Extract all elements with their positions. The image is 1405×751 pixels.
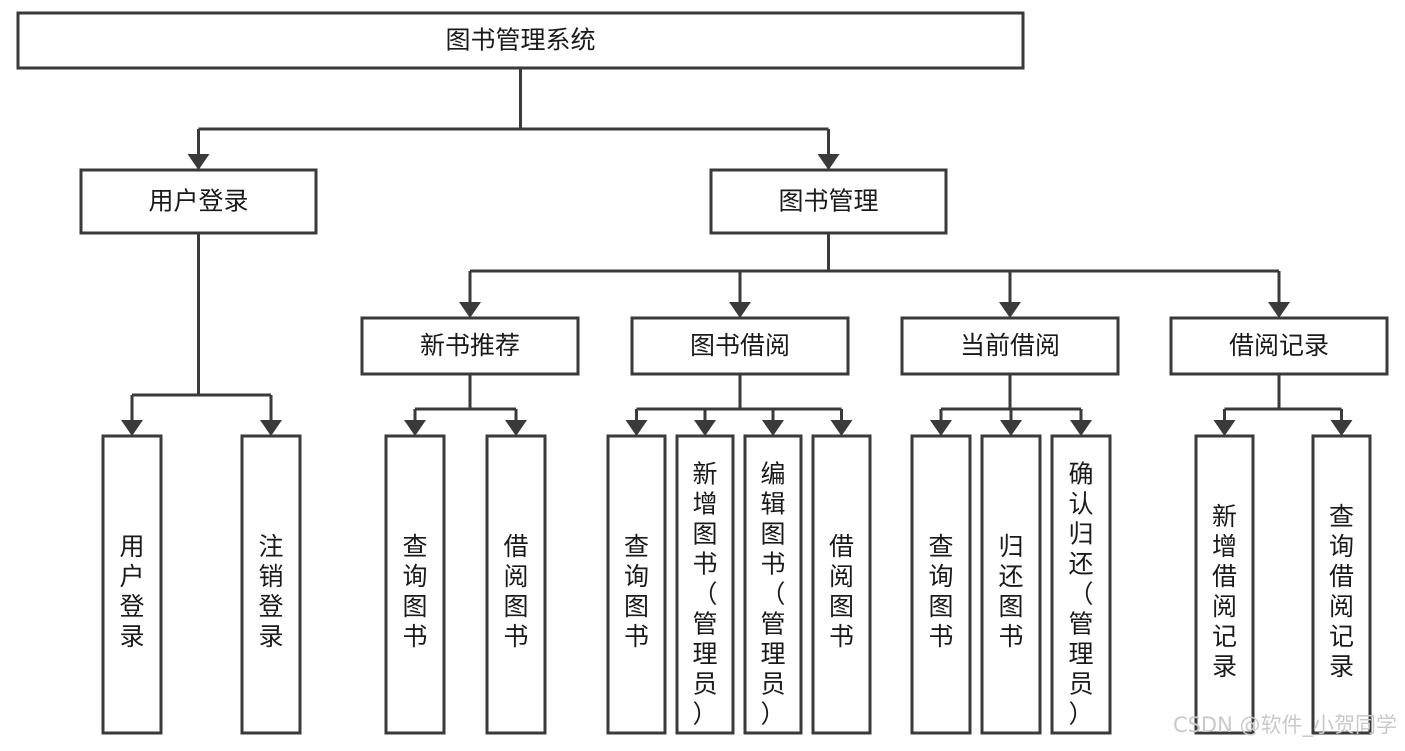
leaf-node-leaf-query-book-3-label: 查询图书: [928, 532, 953, 651]
arrow-head-icon: [625, 420, 648, 436]
leaf-node-leaf-edit-book-box[interactable]: [743, 434, 803, 735]
leaf-node-leaf-query-book-1-box[interactable]: [384, 434, 446, 735]
arrow-head-icon: [1330, 420, 1353, 436]
leaf-node-leaf-query-book-3[interactable]: 查询图书: [910, 434, 972, 735]
arrow-head-icon: [817, 154, 840, 170]
leaf-node-leaf-edit-book-label: 编辑图书（管理员）: [760, 459, 785, 728]
leaf-node-leaf-user-login-box[interactable]: [101, 434, 163, 735]
leaf-node-leaf-confirm-return-label: 确认归还（管理员）: [1068, 459, 1093, 728]
leaf-node-leaf-borrow-book-2[interactable]: 借阅图书: [811, 434, 872, 735]
leaf-node-leaf-add-record-box[interactable]: [1194, 434, 1255, 735]
node-root[interactable]: 图书管理系统: [16, 11, 1025, 70]
leaf-node-leaf-borrow-book-2-label: 借阅图书: [829, 532, 854, 651]
leaf-node-leaf-query-book-2-label: 查询图书: [624, 532, 649, 651]
arrow-head-icon: [260, 420, 282, 436]
node-book-borrow-box[interactable]: [630, 316, 850, 376]
node-user-login[interactable]: 用户登录: [79, 168, 318, 235]
arrow-head-icon: [1000, 420, 1022, 436]
leaf-node-leaf-user-logout-box[interactable]: [240, 434, 302, 735]
leaf-node-leaf-user-logout[interactable]: 注销登录: [240, 434, 302, 735]
arrow-head-icon: [1213, 420, 1236, 436]
leaf-node-leaf-user-login[interactable]: 用户登录: [101, 434, 163, 735]
leaf-node-leaf-confirm-return-box[interactable]: [1050, 434, 1112, 735]
arrow-head-icon: [505, 420, 527, 436]
node-book-borrow[interactable]: 图书借阅: [630, 316, 850, 376]
arrow-head-icon: [121, 420, 143, 436]
leaf-node-leaf-query-book-3-box[interactable]: [910, 434, 972, 735]
node-borrow-record-label: 借阅记录: [1229, 331, 1329, 360]
leaf-node-leaf-return-book-box[interactable]: [980, 434, 1042, 735]
node-borrow-record[interactable]: 借阅记录: [1169, 316, 1389, 376]
node-borrow-record-box[interactable]: [1169, 316, 1389, 376]
arrow-head-icon: [1070, 420, 1092, 436]
node-user-login-label: 用户登录: [148, 187, 248, 216]
node-book-manage[interactable]: 图书管理: [709, 168, 948, 235]
leaf-node-leaf-query-book-1-label: 查询图书: [402, 532, 427, 651]
arrow-head-icon: [404, 420, 426, 436]
node-current-borrow[interactable]: 当前借阅: [900, 316, 1120, 376]
node-root-box[interactable]: [16, 11, 1025, 70]
leaf-node-leaf-query-record-box[interactable]: [1311, 434, 1372, 735]
leaf-node-leaf-query-book-2-box[interactable]: [606, 434, 667, 735]
node-current-borrow-label: 当前借阅: [960, 331, 1060, 360]
leaf-node-leaf-query-book-2[interactable]: 查询图书: [606, 434, 667, 735]
leaf-node-leaf-borrow-book-1-label: 借阅图书: [503, 532, 528, 651]
arrow-head-icon: [187, 154, 210, 170]
node-book-manage-label: 图书管理: [778, 187, 878, 216]
leaf-node-leaf-borrow-book-1[interactable]: 借阅图书: [485, 434, 547, 735]
arrow-head-icon: [999, 302, 1021, 318]
arrow-head-icon: [762, 420, 784, 436]
arrow-head-icon: [694, 420, 716, 436]
node-book-borrow-label: 图书借阅: [690, 331, 790, 360]
leaf-node-leaf-add-book-box[interactable]: [675, 434, 735, 735]
leaf-node-leaf-add-book-label: 新增图书（管理员）: [692, 459, 717, 728]
node-new-book-recommend-label: 新书推荐: [420, 331, 520, 360]
arrow-head-icon: [830, 420, 853, 436]
leaf-node-leaf-confirm-return[interactable]: 确认归还（管理员）: [1050, 434, 1112, 735]
node-new-book-recommend[interactable]: 新书推荐: [360, 316, 580, 376]
node-new-book-recommend-box[interactable]: [360, 316, 580, 376]
leaf-node-leaf-borrow-book-1-box[interactable]: [485, 434, 547, 735]
leaf-node-leaf-user-login-label: 用户登录: [119, 532, 144, 651]
arrow-head-icon: [930, 420, 952, 436]
leaf-node-leaf-return-book-label: 归还图书: [998, 532, 1023, 651]
leaf-node-leaf-user-logout-label: 注销登录: [258, 532, 283, 651]
node-current-borrow-box[interactable]: [900, 316, 1120, 376]
leaf-node-leaf-borrow-book-2-box[interactable]: [811, 434, 872, 735]
leaf-node-leaf-add-record-label: 新增借阅记录: [1212, 502, 1237, 681]
node-root-label: 图书管理系统: [445, 26, 595, 55]
node-book-manage-box[interactable]: [709, 168, 948, 235]
leaf-node-leaf-query-book-1[interactable]: 查询图书: [384, 434, 446, 735]
node-user-login-box[interactable]: [79, 168, 318, 235]
arrow-head-icon: [729, 302, 751, 318]
leaf-node-leaf-add-record[interactable]: 新增借阅记录: [1194, 434, 1255, 735]
leaf-node-leaf-return-book[interactable]: 归还图书: [980, 434, 1042, 735]
leaf-node-leaf-query-record[interactable]: 查询借阅记录: [1311, 434, 1372, 735]
arrow-head-icon: [1268, 302, 1290, 318]
watermark-label: CSDN @软件_小贺同学: [1173, 713, 1397, 738]
diagram-nodes: 图书管理系统用户登录图书管理新书推荐图书借阅当前借阅借阅记录用户登录注销登录查询…: [16, 11, 1389, 735]
connector-lines: [121, 68, 1353, 436]
leaf-node-leaf-query-record-label: 查询借阅记录: [1329, 502, 1354, 681]
leaf-node-leaf-add-book[interactable]: 新增图书（管理员）: [675, 434, 735, 735]
arrow-head-icon: [459, 302, 481, 318]
leaf-node-leaf-edit-book[interactable]: 编辑图书（管理员）: [743, 434, 803, 735]
